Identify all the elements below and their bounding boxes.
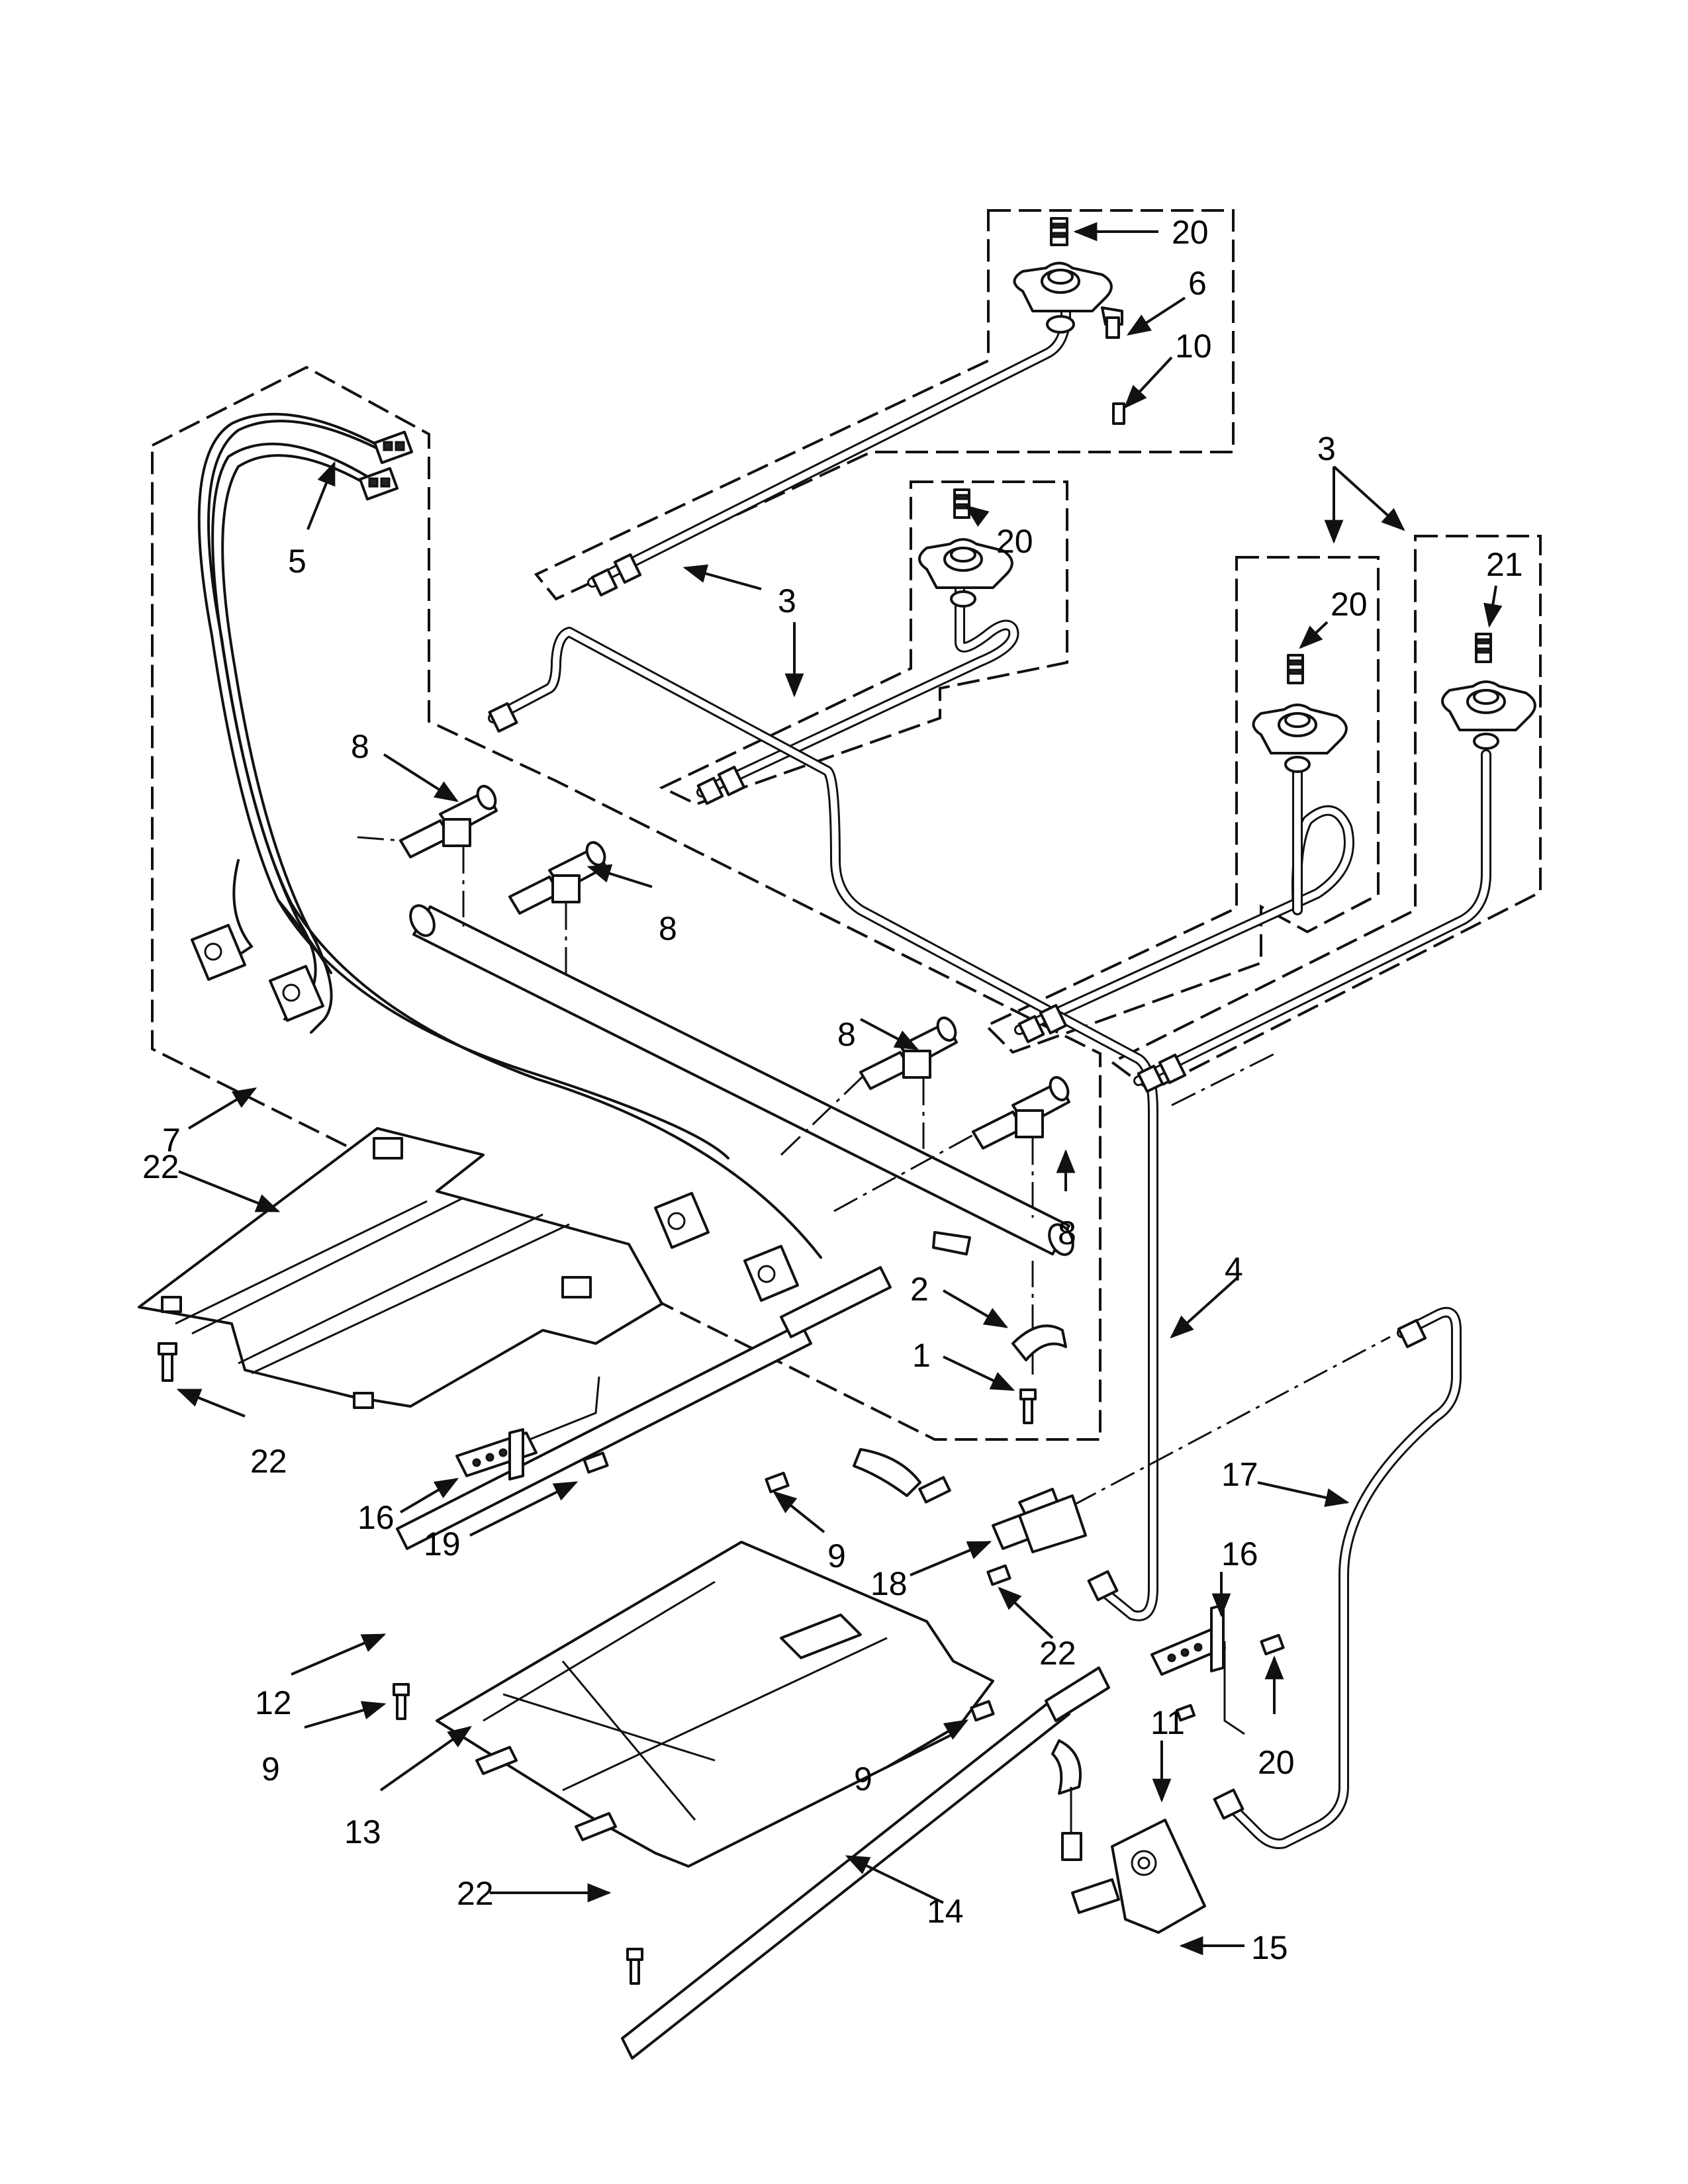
callout-12: 12 [255, 1684, 292, 1721]
third-valve-box [984, 556, 1380, 1054]
callout-16-right: 16 [1221, 1535, 1258, 1572]
callout-11: 11 [1150, 1704, 1185, 1741]
burner-valve-1 [399, 784, 498, 858]
screw-item-22-shield [158, 1342, 177, 1382]
callout-3-right: 3 [1317, 430, 1336, 467]
callout-13: 13 [344, 1813, 381, 1850]
callout-10: 10 [1175, 328, 1212, 365]
callout-2: 2 [910, 1271, 929, 1308]
callout-22-mid: 22 [1039, 1635, 1076, 1672]
valve-shield [138, 1127, 663, 1409]
surface-burner-valves [918, 217, 1536, 773]
callout-20-second: 20 [996, 523, 1033, 560]
callout-4: 4 [1225, 1251, 1243, 1288]
gas-tubes [488, 306, 1491, 1849]
tube-fittings [488, 553, 1427, 1820]
ignition-switches [191, 924, 799, 1302]
callout-22-shield: 22 [250, 1443, 287, 1480]
callout-19-right: 20 [1258, 1744, 1295, 1781]
callout-14: 14 [927, 1893, 964, 1930]
manifold-pipe [409, 904, 1074, 1256]
valve-fourth [1441, 633, 1536, 750]
screws [393, 1451, 1285, 1985]
callout-22-bottom: 22 [457, 1875, 494, 1912]
callout-8-d: 8 [1058, 1214, 1076, 1251]
callout-3-left: 3 [778, 582, 796, 619]
callout-9-a: 9 [827, 1537, 846, 1574]
callout-18: 18 [870, 1565, 908, 1602]
igniter-right [1150, 1604, 1245, 1735]
orifice-spud [992, 1494, 1087, 1553]
leader-lines [176, 222, 1503, 1956]
callout-5: 5 [288, 543, 306, 580]
callout-19-left: 19 [424, 1525, 461, 1563]
broil-burner-tube [621, 1666, 1110, 2060]
burner-valve-3 [859, 1016, 958, 1090]
manifold-clamp [932, 1231, 1067, 1361]
callout-1: 1 [912, 1337, 931, 1374]
screw-item-1 [1019, 1388, 1037, 1424]
callout-8-c: 8 [837, 1016, 856, 1053]
burner-valve-4 [972, 1075, 1070, 1150]
wire-harness [197, 412, 822, 1259]
callout-21: 22 [142, 1148, 179, 1185]
callout-20-top: 20 [1172, 214, 1209, 251]
oven-burner-baffle [436, 1541, 994, 1868]
callout-6: 6 [1188, 265, 1207, 302]
valve-third [1252, 654, 1348, 773]
igniter-left [455, 1376, 600, 1480]
valve-second [918, 488, 1013, 608]
centerlines [357, 836, 1391, 1507]
callout-labels: 20 6 10 5 3 20 3 20 21 8 8 8 8 7 22 2 4 … [142, 214, 1523, 1966]
burner-valves [399, 784, 1070, 1150]
second-valve-box [659, 480, 1068, 806]
callout-15: 15 [1251, 1929, 1288, 1966]
callout-20-third: 20 [1331, 586, 1368, 623]
callout-8-b: 8 [659, 910, 677, 947]
callout-9-b: 9 [261, 1751, 280, 1788]
callout-16-left: 16 [357, 1499, 395, 1536]
callout-7: 7 [162, 1122, 181, 1159]
valve-top [1013, 217, 1125, 425]
callout-20-fourth: 21 [1486, 546, 1523, 583]
callout-17: 17 [1221, 1456, 1258, 1493]
burner-valve-2 [508, 841, 607, 915]
callout-8-a: 8 [351, 728, 369, 765]
callout-9-c: 9 [854, 1760, 872, 1797]
valve-assembly-outline [151, 365, 1102, 1441]
oven-safety-valve [1061, 1787, 1206, 1934]
